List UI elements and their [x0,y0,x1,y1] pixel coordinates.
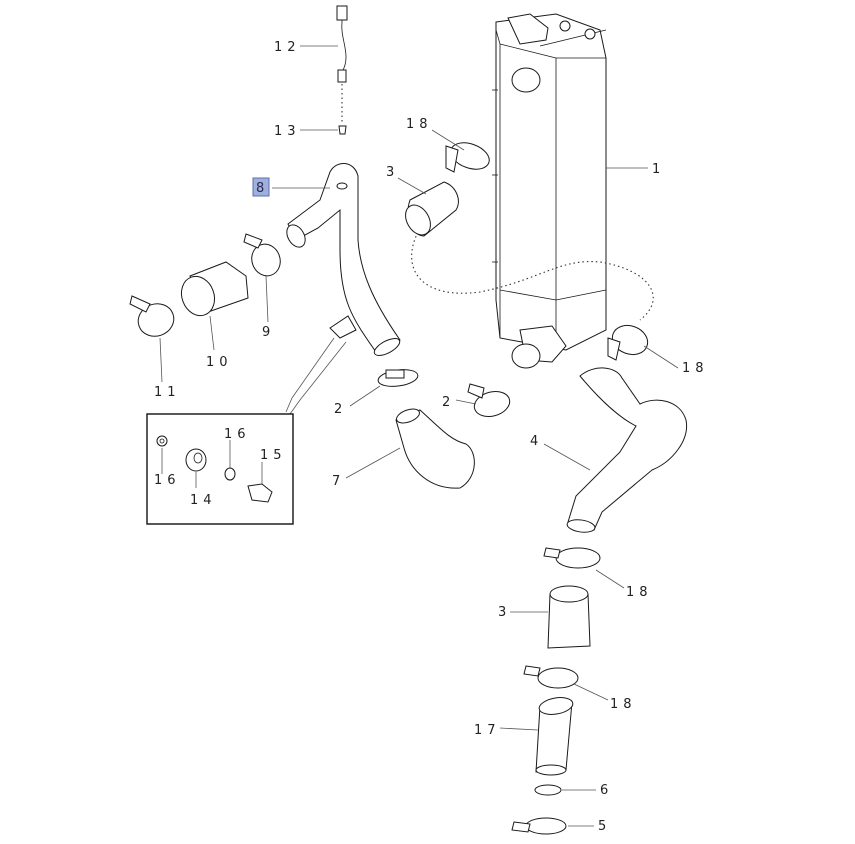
clamp-11[interactable] [129,295,178,341]
clamp-5[interactable] [511,817,567,835]
callout-12: 12 [274,40,301,55]
callout-6: 6 [600,783,613,798]
hose-10[interactable] [176,261,249,320]
callout-18-b: 18 [682,361,709,376]
callout-5: 5 [598,819,611,834]
clamp-18-lower[interactable] [523,665,579,689]
callout-14: 14 [190,493,217,508]
callout-10: 10 [206,355,233,370]
elbow-7[interactable] [395,406,475,489]
hose-3-lower[interactable] [547,585,591,649]
callout-7: 7 [332,474,345,489]
fitting[interactable] [338,125,347,135]
callout-4: 4 [530,434,543,449]
callout-2-a: 2 [334,402,347,417]
callout-15: 15 [260,448,287,463]
callout-16-a: 16 [154,473,181,488]
callout-18-d: 18 [610,697,637,712]
callout-2-b: 2 [442,395,455,410]
leader-lines [159,45,679,827]
callout-3-b: 3 [498,605,511,620]
clamp-18-upper[interactable] [445,138,493,174]
clamp-2-left[interactable] [377,367,419,388]
callout-18-c: 18 [626,585,653,600]
clamp-18-right[interactable] [607,321,652,361]
clamp-2-right[interactable] [467,383,512,420]
hose-17[interactable] [535,695,574,776]
callout-16-b: 16 [224,427,251,442]
callout-18-a: 18 [406,117,433,132]
tube-8[interactable] [283,163,402,358]
clamp-9[interactable] [243,233,285,280]
detail-inset[interactable] [146,337,347,525]
clamp-18-middle[interactable] [543,547,601,569]
hose-3-upper[interactable] [400,181,459,239]
tube-4[interactable] [566,367,688,534]
highlight-box-8[interactable] [252,177,270,197]
callout-1: 1 [652,162,665,177]
o-ring-6[interactable] [534,784,562,796]
sensor[interactable] [336,5,348,124]
callout-13: 13 [274,124,301,139]
callout-8[interactable]: 8 [256,181,264,196]
callout-9: 9 [262,325,275,340]
callout-3-a: 3 [386,165,399,180]
callout-11: 11 [154,385,181,400]
intercooler[interactable] [492,13,607,369]
callout-17: 17 [474,723,501,738]
